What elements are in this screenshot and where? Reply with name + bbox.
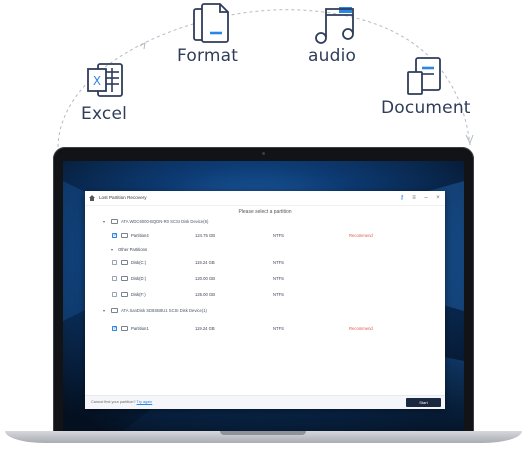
document-label: Document <box>381 98 471 118</box>
partition-size: 119.24 GB <box>195 260 215 265</box>
hard-disk-icon <box>111 308 118 313</box>
excel-label: Excel <box>81 104 128 124</box>
laptop-notch <box>220 431 306 435</box>
partition-checkbox[interactable] <box>112 292 117 297</box>
partition-fs: NTFS <box>273 276 284 281</box>
audio-icon <box>315 7 354 44</box>
footer-text: Cannot find your partition? Try again <box>91 400 152 404</box>
close-icon[interactable]: × <box>436 195 440 201</box>
partition-row[interactable]: Disk(F:) 125.00 GB NTFS <box>85 291 445 301</box>
partition-checkbox[interactable] <box>112 232 118 238</box>
partition-name: Disk(C:) <box>131 260 147 265</box>
partition-icon <box>121 260 128 265</box>
partition-row[interactable]: Partition1 119.24 GB NTFS Recommend <box>85 325 445 335</box>
menu-icon[interactable]: ≡ <box>412 195 416 201</box>
chevron-down-icon: ▾ <box>111 247 114 252</box>
partition-name: Partition4 <box>131 233 149 238</box>
partition-size: 124.75 GB <box>195 233 216 238</box>
partition-size: 119.24 GB <box>195 326 215 331</box>
document-icon <box>407 57 441 95</box>
partition-checkbox[interactable] <box>112 260 117 265</box>
home-icon <box>89 195 95 201</box>
disk-name: ATA SanDisk SD8SB8U1 SCSI Disk Device(1) <box>121 308 207 313</box>
svg-text:X: X <box>93 74 101 88</box>
format-icon <box>193 3 229 43</box>
try-again-link[interactable]: Try again <box>136 400 153 404</box>
partition-fs: NTFS <box>273 292 284 297</box>
window-title: Lost Partition Recovery <box>99 195 147 200</box>
partition-checkbox[interactable] <box>112 276 117 281</box>
partition-row[interactable]: Disk(C:) 119.24 GB NTFS <box>85 259 445 269</box>
footer-bar: Cannot find your partition? Try again St… <box>85 395 445 409</box>
partition-name: Partition1 <box>131 326 149 331</box>
partition-size: 125.00 GB <box>195 292 216 297</box>
title-bar: Lost Partition Recovery ⚷ ≡ – × <box>85 191 445 206</box>
webcam <box>262 152 265 155</box>
disk-name: ATA WDC6000-BQDN-R0 SCSI Disk Device(6) <box>121 219 209 224</box>
disk-row-2[interactable]: ▾ ATA SanDisk SD8SB8U1 SCSI Disk Device(… <box>85 307 445 317</box>
chevron-down-icon: ▾ <box>103 219 106 224</box>
hard-disk-icon <box>111 219 118 224</box>
recommend-label: Recommend <box>349 233 373 238</box>
chevron-down-icon: ▾ <box>103 308 106 313</box>
recommend-label: Recommend <box>349 326 373 331</box>
partition-icon <box>121 292 128 297</box>
app-window: Lost Partition Recovery ⚷ ≡ – × Please s… <box>85 191 445 409</box>
audio-label: audio <box>308 46 357 66</box>
disk-row-1[interactable]: ▾ ATA WDC6000-BQDN-R0 SCSI Disk Device(6… <box>85 218 445 228</box>
excel-icon: X <box>87 63 123 97</box>
laptop-base <box>5 431 522 443</box>
partition-icon <box>121 233 128 238</box>
laptop-screen: Lost Partition Recovery ⚷ ≡ – × Please s… <box>63 161 464 431</box>
page-heading: Please select a partition <box>238 209 292 215</box>
partition-fs: NTFS <box>273 326 284 331</box>
dashed-arc-decoration <box>57 9 474 148</box>
key-icon[interactable]: ⚷ <box>399 195 405 201</box>
partition-fs: NTFS <box>273 233 284 238</box>
partition-fs: NTFS <box>273 260 284 265</box>
partition-name: Disk(D:) <box>131 276 147 281</box>
laptop-lid: Lost Partition Recovery ⚷ ≡ – × Please s… <box>53 147 474 433</box>
start-button[interactable]: Start <box>406 398 441 407</box>
format-label: Format <box>177 46 239 66</box>
partition-checkbox[interactable] <box>112 325 118 331</box>
other-partitions-label: Other Partitions <box>118 247 148 252</box>
partition-icon <box>121 326 128 331</box>
footer-question: Cannot find your partition? <box>91 400 136 404</box>
partition-icon <box>121 276 128 281</box>
partition-size: 120.00 GB <box>195 276 216 281</box>
minimize-icon[interactable]: – <box>424 195 428 201</box>
partition-name: Disk(F:) <box>131 292 146 297</box>
other-partitions-row[interactable]: ▾ Other Partitions <box>85 246 445 256</box>
partition-row[interactable]: Partition4 124.75 GB NTFS Recommend <box>85 232 445 242</box>
partition-row[interactable]: Disk(D:) 120.00 GB NTFS <box>85 275 445 285</box>
